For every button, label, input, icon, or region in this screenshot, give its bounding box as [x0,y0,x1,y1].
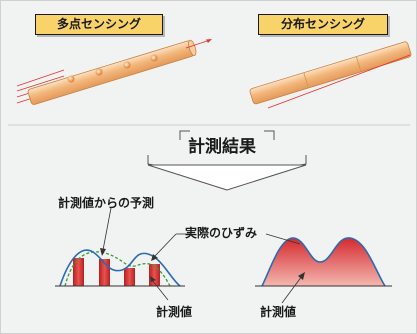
actual-strain-label: 実際のひずみ [185,226,258,240]
result-arrow [147,130,307,191]
distributed-sensing-label: 分布センシング [258,14,388,35]
sensor-point-icon [95,68,103,76]
sensor-point-icon [123,61,131,69]
multipoint-sensing-label: 多点センシング [35,14,163,35]
measured-bar [99,259,110,286]
measured-value-label-right: 計測値 [260,305,297,319]
result-title: 計測結果 [188,137,256,157]
measured-bar [149,264,160,286]
measured-bar [73,258,84,286]
multipoint-fiber [16,39,212,105]
measured-value-label-left: 計測値 [156,305,193,319]
sensor-point-icon [67,75,75,83]
measured-bar [124,268,135,286]
predicted-label: 計測値からの予測 [58,196,155,210]
arrow-head-icon [206,39,212,43]
sensor-point-icon [150,54,158,62]
multipoint-result-graph [55,207,190,301]
distributed-fiber [249,41,412,109]
distributed-result-graph [255,233,392,304]
